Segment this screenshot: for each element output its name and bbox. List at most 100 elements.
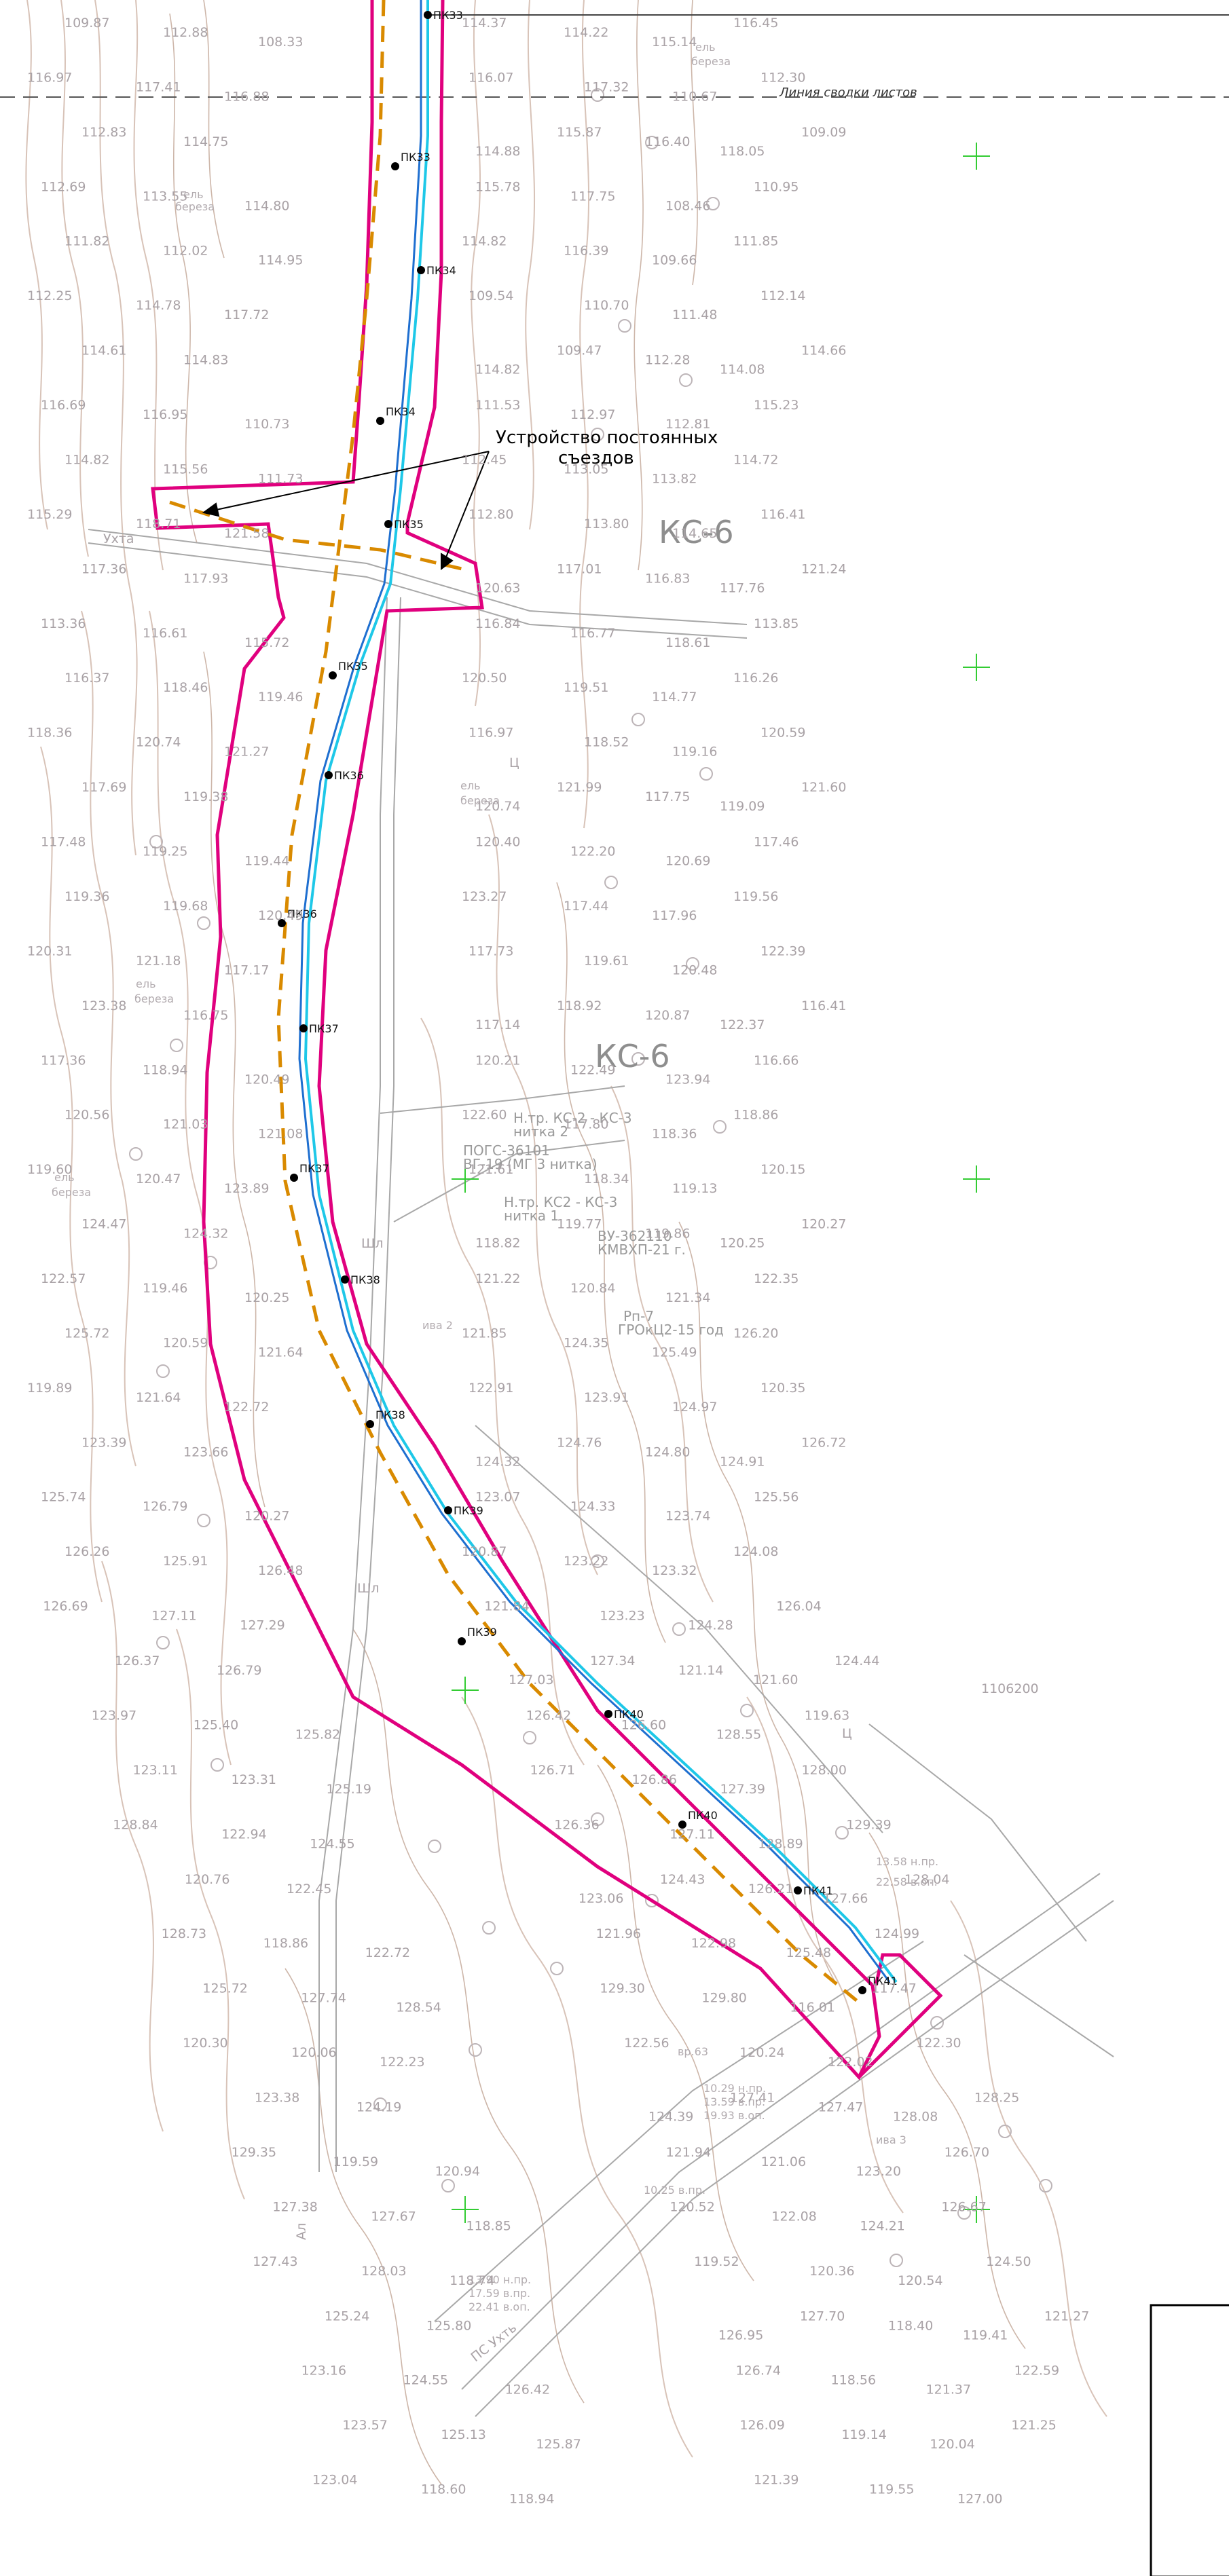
contour-lines <box>25 0 1107 2485</box>
elevation-mark: 120.04 <box>930 2437 974 2452</box>
elevation-mark: 122.20 <box>570 844 615 859</box>
utility-note: Н.тр. КС-2 - КС-3 <box>513 1110 632 1126</box>
elevation-mark: 124.32 <box>475 1454 520 1469</box>
elevation-mark: 121.84 <box>484 1599 529 1614</box>
elevation-mark: 126.71 <box>530 1763 574 1778</box>
elevation-mark: 117.80 <box>564 1117 608 1132</box>
picket-label: ПК38 <box>350 1273 380 1286</box>
elevation-mark: 120.40 <box>475 835 520 850</box>
elevation-mark: 126.67 <box>941 2199 986 2214</box>
elevation-mark: 122.08 <box>771 2209 816 2224</box>
elevation-mark: 116.01 <box>790 2000 834 2015</box>
elevation-mark: 117.76 <box>720 580 765 595</box>
elevation-mark: 108.46 <box>665 198 710 213</box>
elevation-mark: 123.07 <box>475 1490 520 1505</box>
elevation-mark: 127.47 <box>818 2100 863 2115</box>
elevation-mark: 119.46 <box>258 690 303 705</box>
elevation-mark: 120.94 <box>435 2164 480 2179</box>
elevation-mark: 124.21 <box>860 2218 904 2233</box>
elevation-mark: 116.41 <box>801 998 846 1013</box>
vegetation-symbols <box>129 88 1052 2267</box>
elevation-mark: 111.73 <box>258 471 303 486</box>
elevation-mark: 124.33 <box>570 1499 615 1514</box>
elevation-mark: 114.61 <box>81 343 126 358</box>
elevation-mark: 119.52 <box>694 2254 739 2269</box>
place-label-ukhta: Ухта <box>103 531 134 546</box>
elevation-mark: 116.40 <box>645 134 690 149</box>
elevation-mark: 120.63 <box>475 580 520 595</box>
road-note: 22.41 в.оп. <box>469 2300 530 2313</box>
elevation-mark: 125.24 <box>325 2309 369 2323</box>
elevation-mark: 116.88 <box>224 89 269 104</box>
elevation-mark: 123.31 <box>231 1772 276 1787</box>
grid-coordinate-label: 1106200 <box>981 1681 1039 1696</box>
elevation-mark: 120.52 <box>669 2199 714 2214</box>
existing-roads <box>88 529 1114 2417</box>
existing-route-dashed <box>169 0 860 2004</box>
tree-label: береза <box>175 200 215 213</box>
elevation-mark: 124.97 <box>672 1400 717 1415</box>
elevation-mark: 116.69 <box>41 398 86 413</box>
elevation-mark: 120.24 <box>739 2045 784 2060</box>
elevation-mark: 110.70 <box>584 298 629 313</box>
elevation-mark: 120.76 <box>185 1872 230 1887</box>
elevation-mark: 120.59 <box>163 1335 208 1350</box>
road-note: 13.90 н.пр. <box>469 2273 531 2286</box>
road-note: 13.58 н.пр. <box>876 1855 938 1868</box>
elevation-mark: 126.04 <box>776 1599 821 1614</box>
elevation-mark: 112.14 <box>760 288 805 303</box>
elevation-mark: 114.83 <box>183 353 228 368</box>
utility-note: ВУ-362110 <box>598 1228 672 1244</box>
elevation-mark: 123.27 <box>462 889 507 904</box>
elevation-mark: 128.55 <box>716 1727 761 1742</box>
elevation-mark: 117.44 <box>564 899 608 914</box>
elevation-mark: 124.55 <box>310 1836 354 1851</box>
sheet-join-label: Линия сводки листов <box>779 86 917 100</box>
elevation-mark: 117.01 <box>557 561 602 576</box>
elevation-mark: 109.09 <box>801 125 846 140</box>
elevation-mark: 125.40 <box>194 1717 238 1732</box>
elevation-mark: 112.80 <box>469 507 513 522</box>
elevation-mark: 123.38 <box>81 998 126 1013</box>
elevation-mark: 117.48 <box>41 835 86 850</box>
picket-point <box>290 1174 298 1182</box>
elevation-mark: 122.60 <box>462 1108 507 1123</box>
elevation-mark: 113.82 <box>652 471 697 486</box>
title-block-frame <box>1150 2304 1229 2576</box>
elevation-mark: 117.46 <box>754 835 799 850</box>
road-note: 13.59 в.пр. <box>703 2095 765 2108</box>
elevation-mark: 120.84 <box>570 1281 615 1296</box>
picket-label: ПК37 <box>299 1162 329 1175</box>
elevation-mark: 118.36 <box>652 1127 697 1142</box>
elevation-mark: 125.80 <box>426 2318 471 2333</box>
elevation-mark: 128.04 <box>904 1872 949 1887</box>
elevation-mark: 128.08 <box>893 2110 938 2125</box>
elevation-mark: 118.34 <box>584 1172 629 1187</box>
picket-point <box>858 1986 866 1994</box>
elevation-mark: 117.93 <box>183 571 228 586</box>
elevation-mark: 119.63 <box>805 1708 849 1723</box>
road-crossing-notes: 13.90 н.пр. 17.59 в.пр. 22.41 в.оп. 10.2… <box>469 1855 938 2313</box>
road-note: 19.93 в.оп. <box>703 2109 765 2122</box>
elevation-mark: 122.59 <box>1014 2364 1059 2378</box>
elevation-mark: 121.06 <box>761 2154 806 2169</box>
elevation-mark: 114.08 <box>720 362 765 377</box>
elevation-mark: 110.73 <box>244 417 289 432</box>
utility-note: КМВХП-21 г. <box>598 1242 686 1258</box>
elevation-mark: 125.49 <box>652 1345 697 1360</box>
elevation-mark: 121.27 <box>224 745 269 760</box>
elevation-mark: 125.56 <box>754 1490 799 1505</box>
elevation-mark: 114.82 <box>475 362 520 377</box>
elevation-mark: 121.85 <box>462 1326 507 1341</box>
elevation-mark: 129.39 <box>846 1817 891 1832</box>
elevation-mark: 120.25 <box>720 1236 765 1251</box>
elevation-mark: 124.39 <box>648 2110 693 2125</box>
elevation-mark: 115.56 <box>163 462 208 477</box>
elevation-mark: 125.91 <box>163 1554 208 1569</box>
elevation-mark: 113.55 <box>143 189 187 204</box>
elevation-mark: 123.39 <box>81 1435 126 1450</box>
elevation-mark: 115.87 <box>557 125 602 140</box>
elevation-mark: 123.74 <box>665 1509 710 1524</box>
picket-label: ПК40 <box>614 1708 644 1721</box>
elevation-mark: 122.72 <box>224 1400 269 1415</box>
